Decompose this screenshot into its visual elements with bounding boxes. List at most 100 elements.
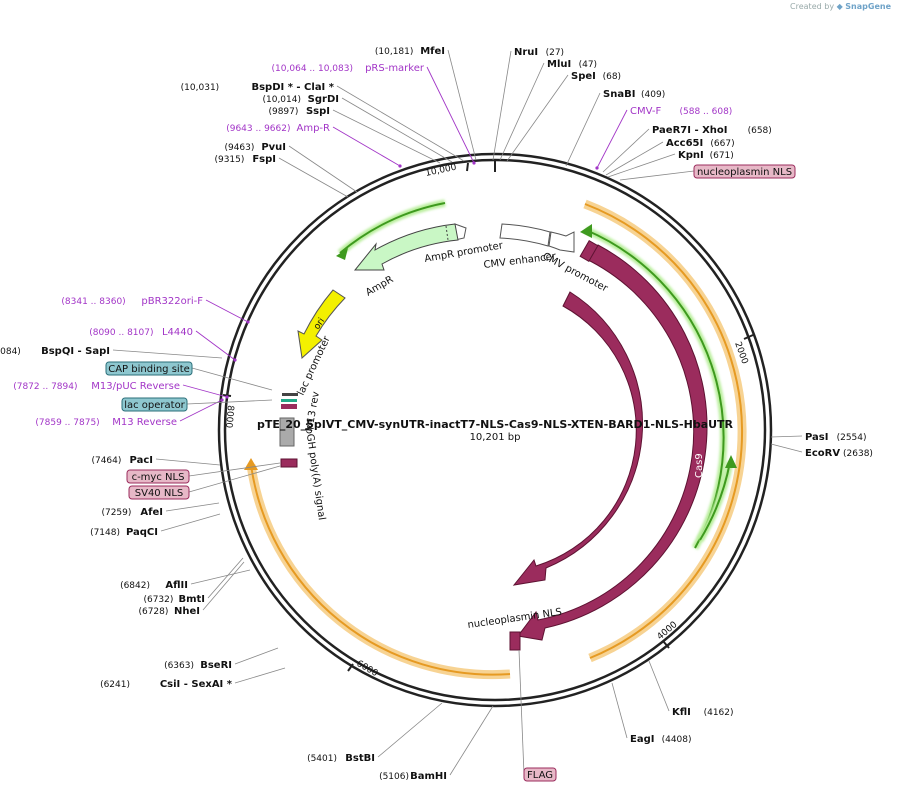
primer-name: pBR322ori-F [141, 296, 203, 307]
enzyme-leader-line [112, 349, 223, 359]
lac-operator-block [281, 399, 297, 402]
primer-name: Amp-R [297, 123, 331, 134]
feature-label-bgh-polya: bGH poly(A) signal [303, 427, 327, 521]
boxed-label-leader-line [188, 465, 281, 493]
enzyme-label: KflI [672, 707, 691, 718]
enzyme-leader-line [234, 647, 279, 665]
primer-leader-line [596, 109, 628, 169]
cmv-promoter-arrow [548, 231, 575, 253]
enzyme-label: PvuI [261, 142, 286, 153]
enzyme-position: (2638) [843, 449, 873, 459]
primer-site-icon [472, 161, 476, 165]
enzyme-leader-line [602, 128, 650, 173]
enzyme-leader-line [506, 74, 569, 162]
primer-name: pRS-marker [365, 63, 425, 74]
ori-arrow [297, 289, 346, 359]
snapgene-logo-icon: ◆ [836, 2, 843, 11]
enzyme-position: (10,181) [375, 47, 414, 57]
cmv-enhancer-arrow [499, 223, 551, 247]
boxed-label-text: c-myc NLS [132, 472, 185, 483]
plasmid-length: 10,201 bp [470, 432, 521, 443]
enzyme-label: SspI [306, 106, 330, 117]
enzyme-leader-line [565, 92, 601, 167]
boxed-label-leader-line [186, 399, 273, 405]
enzyme-label: MluI [547, 59, 571, 70]
enzyme-leader-line [611, 682, 628, 739]
enzyme-label: BstBI [345, 753, 375, 764]
enzyme-position: (8084) [0, 347, 21, 357]
enzyme-position: (68) [603, 72, 621, 82]
enzyme-position: (2554) [837, 433, 867, 443]
enzyme-label: BspDI * - ClaI * [251, 82, 334, 93]
primer-leader-line [426, 66, 475, 164]
snapgene-credit: Created by ◆ SnapGene [790, 2, 891, 11]
enzyme-label: NheI [174, 606, 200, 617]
enzyme-label: BspQI - SapI [41, 346, 110, 357]
enzyme-leader-line [336, 85, 465, 162]
enzyme-label: PaeR7I - XhoI [652, 125, 728, 136]
enzyme-labels: MfeI(10,181)NruI(27)MluI(47)SpeI(68)SnaB… [0, 46, 873, 782]
primer-name: L4440 [162, 327, 193, 338]
primer-leader-line [182, 384, 228, 398]
enzyme-label: CsiI - SexAI * [160, 679, 233, 690]
enzyme-leader-line [605, 141, 664, 176]
enzyme-leader-line [341, 97, 453, 163]
plasmid-name: pTE_20_5pIVT_CMV-synUTR-inactT7-NLS-Cas9… [257, 418, 734, 431]
primer-leader-line [205, 299, 249, 323]
primer-range: (8341 .. 8360) [61, 297, 125, 307]
enzyme-label: MfeI [420, 46, 445, 57]
enzyme-position: (27) [546, 48, 564, 58]
enzyme-leader-line [607, 153, 676, 178]
tick-marks [222, 160, 754, 672]
enzyme-label: PasI [805, 432, 828, 443]
enzyme-position: (10,031) [181, 83, 220, 93]
enzyme-position: (6842) [120, 581, 150, 591]
enzyme-label: BseRI [200, 660, 232, 671]
enzyme-leader-line [155, 458, 221, 466]
enzyme-label: SpeI [571, 71, 596, 82]
cmyc-nls-block [280, 458, 298, 468]
enzyme-leader-line [447, 49, 477, 161]
enzyme-position: (7148) [90, 528, 120, 538]
primer-name: CMV-F [630, 106, 661, 117]
enzyme-leader-line [332, 109, 441, 164]
boxed-label-leader-line [188, 462, 281, 477]
credit-text: Created by [790, 2, 835, 11]
enzyme-leader-line [492, 50, 512, 161]
boxed-label-bg [126, 469, 190, 484]
enzyme-leader-line [288, 145, 358, 193]
boxed-label-text: nucleoplasmin NLS [697, 167, 792, 178]
enzyme-leader-line [234, 667, 286, 684]
primer-leader-line [195, 330, 236, 361]
enzyme-position: (6728) [138, 607, 168, 617]
enzyme-label: AflII [165, 580, 188, 591]
primer-range: (7872 .. 7894) [13, 382, 77, 392]
feature-label-cas9-inner: Cas9 [643, 443, 654, 468]
boxed-label-bg [105, 361, 193, 376]
primer-site-icon [595, 166, 599, 170]
enzyme-label: BamHI [410, 771, 447, 782]
primer-range: (9643 .. 9662) [226, 124, 290, 134]
boxed-label-text: SV40 NLS [135, 488, 184, 499]
cas9-arrow-outer [517, 244, 708, 641]
primer-leader-line [332, 126, 401, 167]
enzyme-position: (5106) [379, 772, 409, 782]
tick-label-6000: 6000 [355, 659, 380, 679]
enzyme-label: BmtI [178, 594, 205, 605]
enzyme-label: SgrDI [308, 94, 339, 105]
boxed-label-bg [128, 485, 190, 500]
primer-site-icon [225, 395, 229, 399]
enzyme-leader-line [207, 557, 244, 599]
boxed-label-leader-line [518, 649, 525, 775]
primer-site-icon [220, 398, 224, 402]
enzyme-position: (9463) [224, 143, 254, 153]
enzyme-leader-line [278, 157, 349, 198]
enzyme-position: (6363) [164, 661, 194, 671]
enzyme-position: (5401) [307, 754, 337, 764]
enzyme-leader-line [449, 705, 494, 776]
enzyme-leader-line [202, 561, 245, 611]
enzyme-label: KpnI [678, 150, 704, 161]
enzyme-label: FspI [252, 154, 276, 165]
lac-promoter-block [282, 393, 298, 396]
enzyme-position: (4408) [662, 735, 692, 745]
